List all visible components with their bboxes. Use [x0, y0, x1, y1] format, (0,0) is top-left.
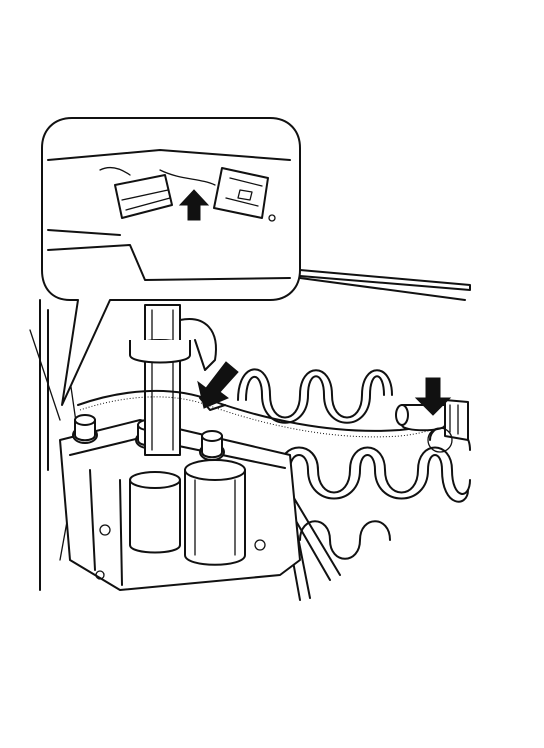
callout-arrows [197, 361, 452, 416]
harness-clip-arrow [197, 361, 239, 409]
inset-connector-left [114, 174, 173, 219]
vertical-column [129, 304, 217, 456]
seat-springs [237, 368, 471, 560]
detail-inset [41, 117, 301, 406]
motor-base-assembly [59, 414, 301, 591]
sensor-connector-arrow [414, 377, 452, 416]
wiring-harness [77, 389, 469, 453]
inset-connector-arrow [178, 189, 210, 221]
inset-connector-right [213, 167, 269, 219]
